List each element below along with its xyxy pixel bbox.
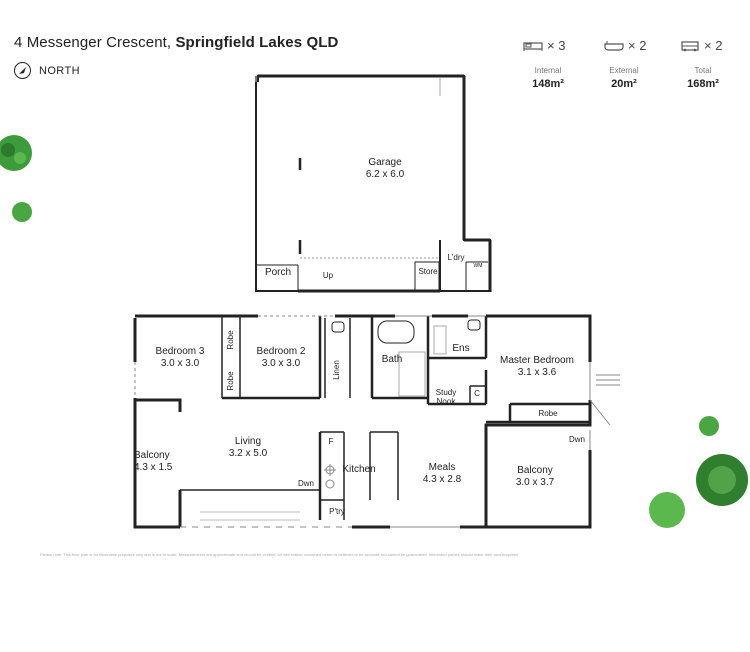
master-bedroom-dimensions: 3.1 x 3.6: [517, 367, 557, 378]
north-label: NORTH: [39, 64, 80, 77]
garage-internal: [256, 78, 488, 293]
up-label: Up: [322, 271, 334, 280]
store-label: Store: [418, 267, 438, 276]
balcony-right-name: Balcony: [517, 465, 553, 476]
dwn-label-left: Dwn: [297, 479, 314, 488]
living-label: Living 3.2 x 5.0: [208, 436, 288, 460]
linen-label: Linen: [332, 360, 341, 380]
balcony-left-label: Balcony 4.3 x 1.5: [134, 450, 180, 474]
garage-label: Garage 6.2 x 6.0: [345, 157, 425, 181]
cars-stat: × 2: [680, 38, 722, 53]
bedroom3-name: Bedroom 3: [155, 346, 205, 357]
dwn-label-right: Dwn: [568, 435, 585, 444]
bathrooms-stat: × 2: [604, 38, 646, 53]
total-label: Total: [694, 66, 712, 75]
robe-label-3: Robe: [538, 409, 558, 418]
property-address: 4 Messenger Crescent, Springfield Lakes …: [14, 34, 338, 51]
bedrooms-stat: × 3: [523, 38, 565, 53]
bedroom3-label: Bedroom 3 3.0 x 3.0: [140, 346, 220, 370]
bathrooms-count: × 2: [628, 38, 647, 53]
meals-dimensions: 4.3 x 2.8: [422, 474, 462, 485]
internal-walls: [180, 316, 590, 520]
living-dimensions: 3.2 x 5.0: [228, 448, 268, 459]
ensuite-label: Ens: [452, 343, 470, 354]
disclaimer-text: Please note: This floor plan is for illu…: [40, 552, 520, 557]
bath-icon: [604, 40, 624, 51]
garage-name: Garage: [368, 157, 402, 168]
house-outer-walls: [133, 314, 592, 529]
meals-name: Meals: [428, 462, 456, 473]
master-bedroom-label: Master Bedroom 3.1 x 3.6: [484, 355, 590, 379]
kitchen-label: Kitchen: [342, 464, 376, 475]
balcony-left-dimensions: 4.3 x 1.5: [134, 462, 173, 473]
internal-value: 148m²: [532, 78, 564, 90]
external-label: External: [609, 66, 639, 75]
external-value: 20m²: [611, 78, 637, 90]
garage-walls: [255, 74, 492, 292]
bedroom2-dimensions: 3.0 x 3.0: [261, 358, 301, 369]
wm-label: WM: [473, 263, 483, 269]
tree-decorations: [0, 135, 748, 528]
balcony-right-label: Balcony 3.0 x 3.7: [502, 465, 568, 489]
windows: [134, 315, 620, 528]
tree-icon: [699, 416, 719, 436]
robe-label-1: Robe: [226, 330, 235, 350]
bedroom2-name: Bedroom 2: [256, 346, 306, 357]
fixtures: [324, 319, 481, 489]
cars-count: × 2: [704, 38, 723, 53]
robe-label-2: Robe: [226, 371, 235, 391]
porch-label: Porch: [264, 267, 292, 278]
bedroom3-dimensions: 3.0 x 3.0: [160, 358, 200, 369]
bedroom2-label: Bedroom 2 3.0 x 3.0: [242, 346, 320, 370]
tree-icon: [649, 492, 685, 528]
meals-label: Meals 4.3 x 2.8: [410, 462, 474, 486]
cupboard-label: C: [474, 389, 480, 398]
internal-label: Internal: [534, 66, 562, 75]
laundry-label: L'dry: [447, 253, 465, 262]
pantry-label: P'try: [329, 507, 345, 516]
garage-dimensions: 6.2 x 6.0: [365, 169, 405, 180]
balcony-right-dimensions: 3.0 x 3.7: [515, 477, 555, 488]
master-bedroom-name: Master Bedroom: [500, 355, 574, 366]
living-name: Living: [234, 436, 262, 447]
bath-label: Bath: [381, 354, 403, 365]
tree-icon: [0, 135, 32, 171]
suburb: Springfield Lakes QLD: [175, 34, 339, 51]
tree-icon: [12, 202, 32, 222]
study-nook-label: Study Nook: [435, 388, 457, 406]
fridge-label: F: [328, 437, 334, 446]
north-arrow-icon: [14, 62, 31, 79]
street-address: 4 Messenger Crescent,: [14, 34, 172, 51]
total-value: 168m²: [687, 78, 719, 90]
tree-icon: [696, 454, 748, 506]
north-indicator: NORTH: [14, 62, 80, 79]
balcony-left-name: Balcony: [134, 450, 170, 461]
bed-icon: [523, 41, 543, 51]
bedrooms-count: × 3: [547, 38, 566, 53]
car-icon: [681, 40, 699, 51]
